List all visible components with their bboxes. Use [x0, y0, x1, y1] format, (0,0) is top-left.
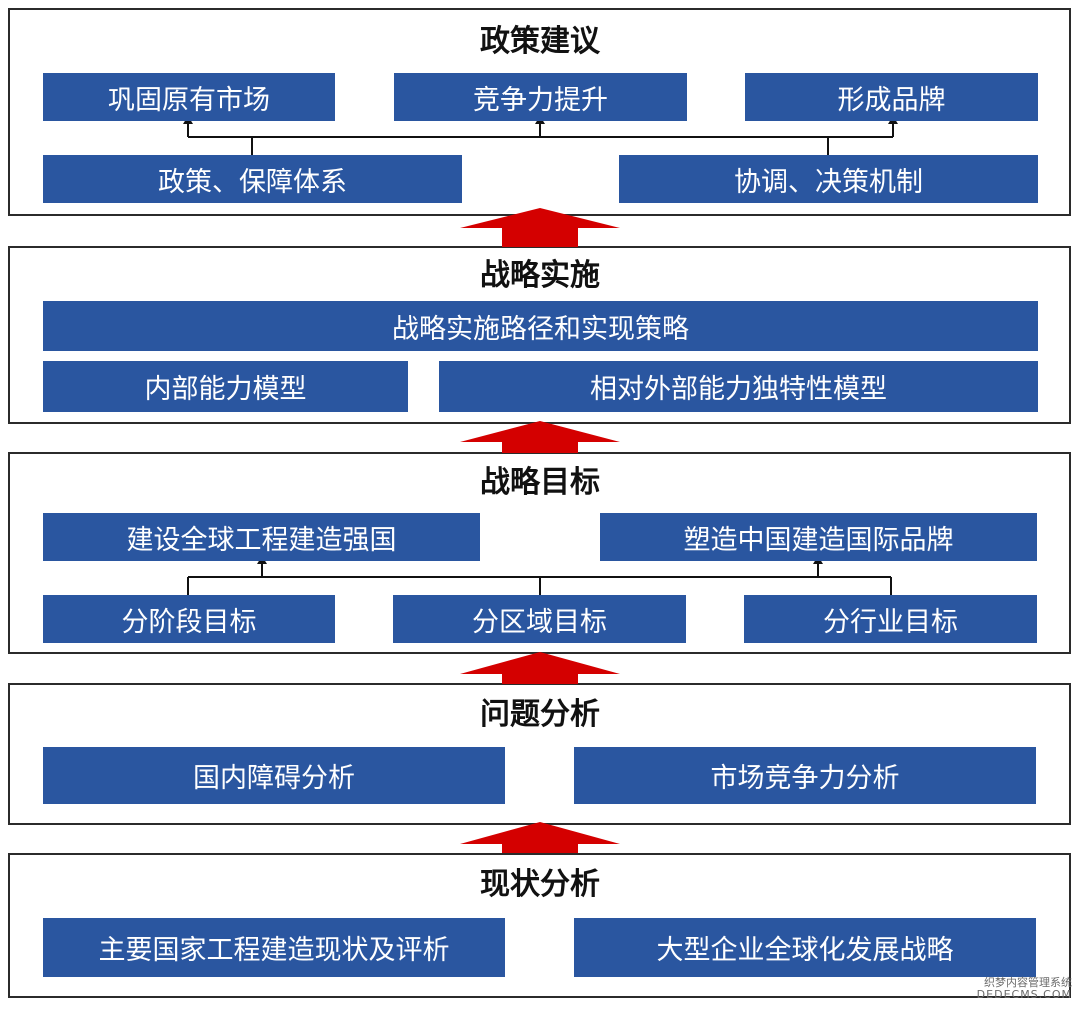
problems-title: 问题分析 — [480, 697, 600, 732]
box-brand: 形成品牌 — [745, 73, 1038, 121]
box-domestic-barriers: 国内障碍分析 — [43, 747, 505, 804]
red-arrow-status-to-problems — [460, 822, 620, 853]
watermark-line2: DEDECMS.COM — [976, 988, 1072, 1001]
box-stage-goals: 分阶段目标 — [43, 595, 335, 643]
box-industry-goals: 分行业目标 — [744, 595, 1037, 643]
watermark-line1: 织梦内容管理系统 — [984, 976, 1072, 989]
box-implementation-path: 战略实施路径和实现策略 — [43, 301, 1038, 351]
red-arrow-goals-to-implementation — [460, 421, 620, 453]
box-internal-model: 内部能力模型 — [43, 361, 408, 412]
box-external-model: 相对外部能力独特性模型 — [439, 361, 1038, 412]
status-title: 现状分析 — [480, 867, 600, 902]
box-country-status: 主要国家工程建造现状及评析 — [43, 918, 505, 977]
red-arrows — [460, 208, 620, 853]
red-arrow-problems-to-goals — [460, 652, 620, 684]
box-global-power: 建设全球工程建造强国 — [43, 513, 480, 561]
implementation-title: 战略实施 — [480, 258, 600, 293]
box-consolidate-market: 巩固原有市场 — [43, 73, 335, 121]
box-enterprise-strategy: 大型企业全球化发展战略 — [574, 918, 1036, 977]
box-market-competitiveness: 市场竞争力分析 — [574, 747, 1036, 804]
box-region-goals: 分区域目标 — [393, 595, 686, 643]
goals-connectors — [187, 556, 892, 595]
box-competitiveness: 竞争力提升 — [394, 73, 687, 121]
goals-title: 战略目标 — [480, 465, 600, 500]
policy-title: 政策建议 — [480, 24, 600, 59]
watermark: 织梦内容管理系统 DEDECMS.COM — [977, 977, 1072, 1001]
box-policy-system: 政策、保障体系 — [43, 155, 462, 203]
policy-connectors — [183, 116, 898, 155]
box-coordination: 协调、决策机制 — [619, 155, 1038, 203]
box-international-brand: 塑造中国建造国际品牌 — [600, 513, 1037, 561]
red-arrow-implementation-to-policy — [460, 208, 620, 247]
